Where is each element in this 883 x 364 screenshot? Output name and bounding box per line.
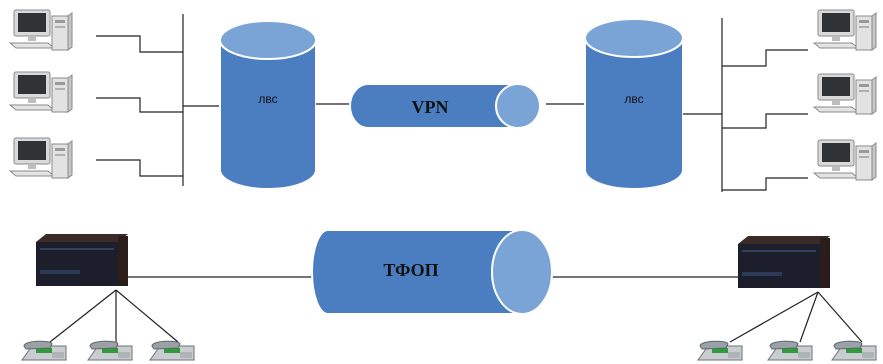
computer-icon — [813, 73, 877, 115]
desk-phone-icon — [149, 340, 195, 361]
computer-icon — [9, 9, 73, 51]
desk-phone-icon — [87, 340, 133, 361]
pstn-label: ТФОП — [383, 260, 438, 280]
lan-cylinder-right: лвс — [584, 18, 684, 190]
lan-cylinder-left: лвс — [219, 20, 317, 190]
computer-icon — [9, 71, 73, 113]
computer-icon — [9, 137, 73, 179]
vpn-label: VPN — [412, 97, 449, 117]
desk-phone-icon — [767, 340, 813, 361]
pbx-icon — [738, 236, 830, 288]
right-phone-wiring — [729, 291, 863, 343]
computer-icon — [813, 139, 877, 181]
computer-icon — [813, 9, 877, 51]
desk-phone-icon — [831, 340, 877, 361]
left-phone-wiring — [49, 289, 179, 343]
lan-left-label: лвс — [258, 92, 277, 106]
left-lan-wiring — [96, 14, 220, 186]
pbx-icon — [36, 234, 128, 286]
desk-phone-icon — [697, 340, 743, 361]
desk-phone-icon — [21, 340, 67, 361]
pstn-tube: ТФОП — [311, 229, 553, 315]
vpn-tube: VPN — [349, 83, 541, 129]
right-lan-wiring — [683, 18, 808, 192]
lan-right-label: лвс — [624, 92, 643, 106]
